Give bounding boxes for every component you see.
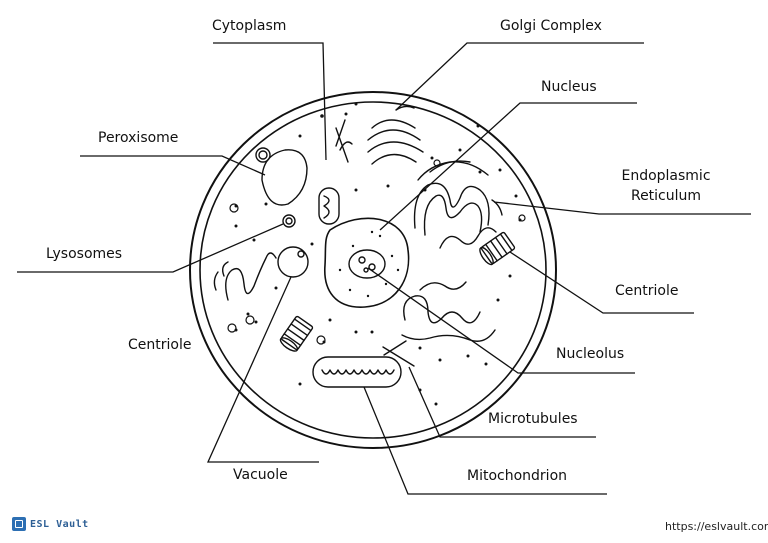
label-cytoplasm: Cytoplasm: [212, 18, 287, 34]
small-mitochondrion: [318, 187, 340, 225]
er-left: [225, 252, 277, 301]
peroxisome-shape: [261, 149, 308, 206]
leader-er: [493, 201, 751, 215]
label-golgi-complex: Golgi Complex: [500, 18, 602, 34]
leader-lines: [17, 42, 751, 495]
label-er-line1: Endoplasmic: [621, 168, 711, 184]
leader-centriole-right: [509, 251, 694, 314]
leader-lysosomes: [17, 223, 284, 273]
nucleus-shape: [324, 217, 410, 308]
leader-golgi: [395, 42, 644, 111]
leader-mitochondrion: [363, 386, 607, 495]
leader-nucleolus: [367, 267, 635, 374]
nucleolus-shape: [348, 249, 386, 279]
label-nucleus: Nucleus: [541, 79, 597, 95]
cell-membrane-inner: [199, 101, 547, 439]
label-lysosomes: Lysosomes: [46, 246, 123, 262]
lysosome-shape: [282, 214, 296, 228]
label-microtubules: Microtubules: [488, 411, 578, 427]
label-centriole-right: Centriole: [615, 283, 679, 299]
label-vacuole: Vacuole: [233, 467, 288, 483]
centriole-left-shape: [279, 315, 314, 352]
centriole-right-shape: [479, 231, 516, 266]
leader-microtubules: [408, 366, 596, 438]
brand-icon: [12, 517, 26, 531]
label-centriole-left: Centriole: [128, 337, 192, 353]
golgi-complex: [367, 105, 424, 165]
leader-vacuole: [206, 276, 319, 463]
label-er-line2: Reticulum: [630, 188, 702, 204]
endoplasmic-reticulum-upper: [413, 160, 503, 249]
microtubules-shape: [382, 340, 415, 367]
site-url-link[interactable]: https://eslvault.com: [665, 520, 768, 533]
brand-logo[interactable]: ESL Vault: [12, 517, 89, 531]
cell-membrane-outer: [189, 91, 557, 449]
label-mitochondrion: Mitochondrion: [467, 468, 568, 484]
leader-cytoplasm: [213, 42, 327, 161]
label-endoplasmic-reticulum: Endoplasmic Reticulum: [610, 166, 722, 206]
ribosome-dots: [234, 102, 522, 406]
vacuole-shape: [277, 246, 309, 278]
label-peroxisome: Peroxisome: [98, 130, 179, 146]
mitochondrion-shape: [312, 356, 402, 388]
leader-nucleus: [379, 102, 637, 231]
label-nucleolus: Nucleolus: [556, 346, 625, 362]
leader-peroxisome: [80, 155, 266, 176]
brand-name: ESL Vault: [30, 518, 89, 530]
endoplasmic-reticulum-lower: [401, 281, 496, 342]
